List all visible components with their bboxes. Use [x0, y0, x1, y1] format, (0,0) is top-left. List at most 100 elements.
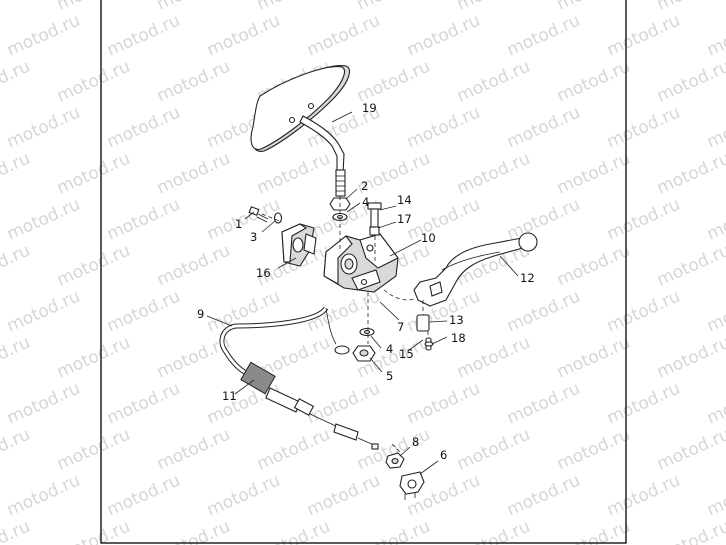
- watermark-text: motod.ru: [204, 287, 283, 337]
- watermark-text: motod.ru: [54, 517, 133, 545]
- watermark-text: motod.ru: [704, 195, 726, 245]
- watermark-text: motod.ru: [454, 425, 533, 475]
- mirror-stem-icon: [299, 115, 346, 197]
- watermark-text: motod.ru: [0, 241, 33, 291]
- watermark-text: motod.ru: [504, 11, 583, 61]
- clutch-lever-icon: [413, 232, 538, 307]
- watermark-text: motod.ru: [704, 471, 726, 521]
- callout-6: 6: [440, 448, 447, 462]
- watermark-text: motod.ru: [0, 517, 33, 545]
- callout-13: 13: [449, 313, 464, 327]
- watermark-text: motod.ru: [704, 287, 726, 337]
- callout-14: 14: [397, 193, 412, 207]
- watermark-text: motod.ru: [354, 57, 433, 107]
- watermark-text: motod.ru: [504, 287, 583, 337]
- callout-9: 9: [197, 307, 204, 321]
- watermark-text: motod.ru: [54, 0, 133, 15]
- callout-12: 12: [520, 271, 535, 285]
- watermark-text: motod.ru: [154, 241, 233, 291]
- watermark-text: motod.ru: [4, 287, 83, 337]
- watermark-text: motod.ru: [504, 195, 583, 245]
- watermark-text: motod.ru: [504, 379, 583, 429]
- watermark-text: motod.ru: [204, 195, 283, 245]
- watermark-text: motod.ru: [554, 0, 633, 15]
- watermark-text: motod.ru: [4, 379, 83, 429]
- watermark-text: motod.ru: [704, 11, 726, 61]
- washer-icon: [359, 327, 375, 337]
- watermark-text: motod.ru: [154, 149, 233, 199]
- watermark-text: motod.ru: [54, 57, 133, 107]
- callout-10: 10: [421, 231, 436, 245]
- watermark-text: motod.ru: [604, 195, 683, 245]
- watermark-text: motod.ru: [54, 149, 133, 199]
- watermark-text: motod.ru: [104, 195, 183, 245]
- watermark-text: motod.ru: [554, 333, 633, 383]
- diagram-frame: [100, 0, 627, 544]
- watermark-text: motod.ru: [304, 471, 383, 521]
- watermark-text: motod.ru: [354, 0, 433, 15]
- callout-8: 8: [412, 435, 419, 449]
- cable-nut-icon: [385, 452, 405, 469]
- callout-4: 4: [362, 195, 369, 209]
- watermark-text: motod.ru: [4, 195, 83, 245]
- watermark-text: motod.ru: [604, 103, 683, 153]
- watermark-text: motod.ru: [254, 149, 333, 199]
- callout-18: 18: [451, 331, 466, 345]
- watermark-text: motod.ru: [404, 11, 483, 61]
- watermark-text: motod.ru: [154, 517, 233, 545]
- watermark-text: motod.ru: [0, 57, 33, 107]
- leader-lines: [206, 111, 519, 475]
- watermark-text: motod.ru: [154, 425, 233, 475]
- callout-4b: 4: [386, 342, 393, 356]
- watermark-text: motod.ru: [4, 103, 83, 153]
- watermark-text: motod.ru: [654, 57, 726, 107]
- callouts: 19 2 4 14 17 1 3 10 16 12 9 7 13 18 4 15…: [197, 101, 535, 462]
- watermark-text: motod.ru: [654, 149, 726, 199]
- watermark-text: motod.ru: [154, 0, 233, 15]
- watermark-text: motod.ru: [554, 149, 633, 199]
- clamp-cap-icon: [281, 223, 317, 267]
- watermark-text: motod.ru: [604, 287, 683, 337]
- watermark-text: motod.ru: [254, 0, 333, 15]
- watermark-text: motod.ru: [554, 57, 633, 107]
- callout-15: 15: [399, 347, 414, 361]
- callout-11: 11: [222, 389, 237, 403]
- watermark-text: motod.ru: [604, 11, 683, 61]
- watermark-text: motod.ru: [404, 195, 483, 245]
- watermark-text: motod.ru: [104, 287, 183, 337]
- watermark-text: motod.ru: [54, 425, 133, 475]
- callout-16: 16: [256, 266, 271, 280]
- callout-19: 19: [362, 101, 377, 115]
- assembly-lines: [261, 196, 429, 453]
- watermark-text: motod.ru: [554, 517, 633, 545]
- watermark-text: motod.ru: [254, 517, 333, 545]
- watermark-text: motod.ru: [4, 471, 83, 521]
- watermark-text: motod.ru: [0, 425, 33, 475]
- watermark-text: motod.ru: [504, 471, 583, 521]
- watermark-text: motod.ru: [54, 241, 133, 291]
- watermark-text: motod.ru: [4, 11, 83, 61]
- watermark-text: motod.ru: [0, 333, 33, 383]
- watermark-text: motod.ru: [604, 379, 683, 429]
- mirror-icon: [250, 65, 350, 152]
- watermark-text: motod.ru: [354, 517, 433, 545]
- watermark-text: motod.ru: [204, 379, 283, 429]
- watermark-text: motod.ru: [554, 241, 633, 291]
- watermark-text: motod.ru: [654, 517, 726, 545]
- callout-5: 5: [386, 369, 393, 383]
- watermark-text: motod.ru: [504, 103, 583, 153]
- watermark-text: motod.ru: [604, 471, 683, 521]
- watermark-text: motod.ru: [454, 149, 533, 199]
- watermark-text: motod.ru: [204, 471, 283, 521]
- watermark-text: motod.ru: [204, 11, 283, 61]
- watermark-text: motod.ru: [54, 333, 133, 383]
- watermark-text: motod.ru: [404, 379, 483, 429]
- nut-icon: [352, 345, 376, 362]
- lever-pin-icon: [416, 314, 430, 332]
- watermark-text: motod.ru: [0, 0, 33, 15]
- watermark-text: motod.ru: [654, 333, 726, 383]
- washer-icon: [424, 341, 434, 347]
- watermark-text: motod.ru: [704, 103, 726, 153]
- watermark-text: motod.ru: [304, 379, 383, 429]
